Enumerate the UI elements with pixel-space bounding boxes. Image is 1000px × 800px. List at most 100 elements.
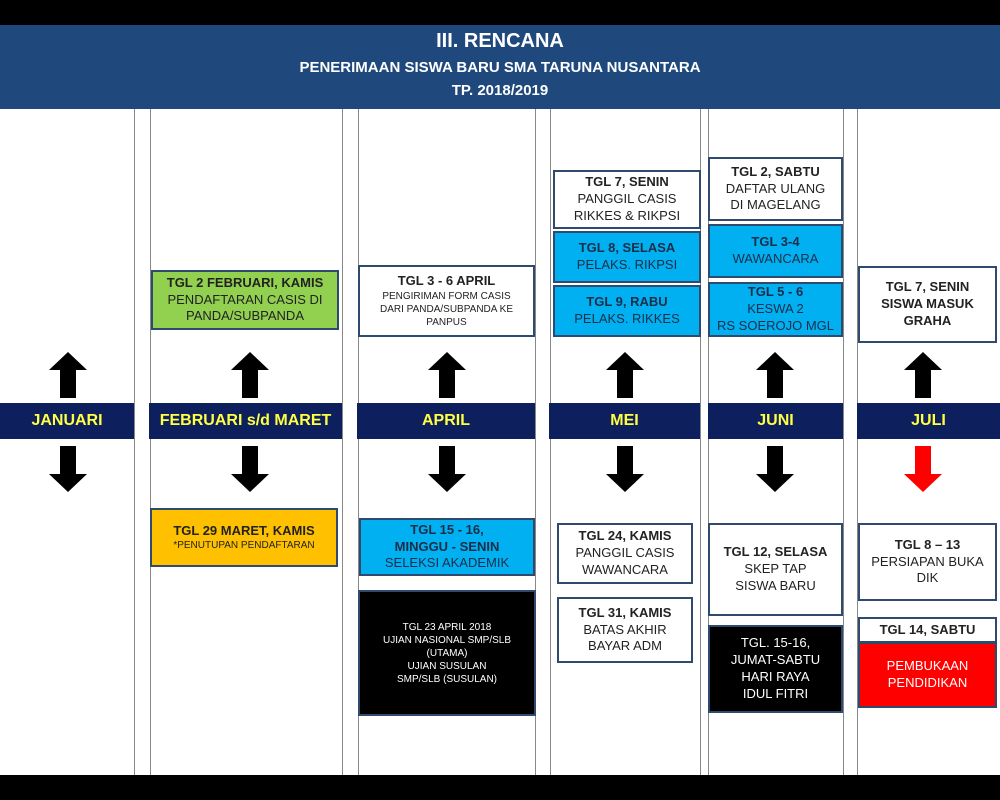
page-title: III. RENCANA — [436, 30, 564, 52]
event-text: TGL. 15-16, — [740, 635, 811, 651]
event-text: DIK — [916, 570, 939, 586]
header: III. RENCANA PENERIMAAN SISWA BARU SMA T… — [0, 25, 1000, 109]
divider — [134, 109, 135, 775]
event-text: UJIAN NASIONAL SMP/SLB — [383, 634, 511, 646]
event-date: TGL 7, SENIN — [885, 279, 970, 295]
event-date: TGL 9, RABU — [586, 294, 668, 310]
school-year: TP. 2018/2019 — [451, 82, 549, 99]
arrow-down-icon — [49, 446, 87, 492]
event-penutupan: TGL 29 MARET, KAMIS *PENUTUPAN PENDAFTAR… — [150, 508, 338, 567]
event-text: DI MAGELANG — [730, 197, 821, 213]
event-date: TGL 12, SELASA — [723, 544, 828, 560]
event-text: PENDIDIKAN — [887, 675, 968, 690]
event-text: PANPUS — [426, 316, 467, 328]
event-date: TGL 5 - 6 — [747, 284, 804, 300]
event-text: TGL 23 APRIL 2018 — [402, 621, 492, 633]
divider — [700, 109, 701, 775]
arrow-down-icon — [231, 446, 269, 492]
event-text: SISWA BARU — [735, 577, 816, 593]
event-text: SELEKSI AKADEMIK — [384, 555, 510, 571]
arrow-down-icon — [606, 446, 644, 492]
event-text: WAWANCARA — [732, 251, 819, 266]
event-seleksi-akademik: TGL 15 - 16, MINGGU - SENIN SELEKSI AKAD… — [359, 518, 535, 576]
month-april: APRIL — [357, 403, 535, 439]
arrow-up-icon — [49, 352, 87, 398]
event-text: PERSIAPAN BUKA — [871, 553, 984, 569]
arrow-up-icon — [756, 352, 794, 398]
event-pembukaan-date: TGL 14, SABTU — [858, 617, 997, 643]
event-text: RS SOEROJO MGL — [716, 317, 835, 333]
event-text: JUMAT-SABTU — [730, 652, 821, 668]
event-text: PEMBUKAAN — [886, 658, 969, 674]
event-text: DARI PANDA/SUBPANDA KE — [380, 303, 513, 315]
arrow-down-icon — [756, 446, 794, 492]
event-date: TGL 8 – 13 — [894, 536, 961, 552]
event-rikkes: TGL 9, RABU PELAKS. RIKKES — [553, 285, 701, 337]
month-juni: JUNI — [708, 403, 843, 439]
event-text: PENGIRIMAN FORM CASIS — [382, 290, 511, 302]
month-mei: MEI — [549, 403, 700, 439]
event-text: PANDA/SUBPANDA — [186, 308, 304, 324]
month-februari-maret: FEBRUARI s/d MARET — [149, 403, 342, 439]
arrow-up-icon — [904, 352, 942, 398]
event-text: RIKKES & RIKPSI — [573, 207, 681, 223]
divider — [358, 109, 359, 775]
event-date: TGL 2 FEBRUARI, KAMIS — [166, 274, 324, 290]
divider — [843, 109, 844, 775]
event-text: SKEP TAP — [744, 561, 807, 577]
divider — [150, 109, 151, 775]
event-text: SMP/SLB (SUSULAN) — [396, 673, 498, 685]
event-date: MINGGU - SENIN — [394, 538, 500, 554]
event-text: (UTAMA) — [426, 647, 468, 659]
event-text: KESWA 2 — [747, 301, 804, 317]
divider — [708, 109, 709, 775]
event-text: PANGGIL CASIS — [575, 545, 675, 561]
event-date: TGL 15 - 16, — [410, 521, 484, 537]
event-pendaftaran: TGL 2 FEBRUARI, KAMIS PENDAFTARAN CASIS … — [151, 270, 339, 330]
arrow-down-red-icon — [904, 446, 942, 492]
event-text: GRAHA — [903, 312, 952, 328]
event-text: UJIAN SUSULAN — [407, 660, 487, 672]
event-date: TGL 3 - 6 APRIL — [397, 273, 496, 289]
month-januari: JANUARI — [0, 403, 134, 439]
event-text: PELAKS. RIKPSI — [576, 257, 678, 272]
event-text: PELAKS. RIKKES — [574, 311, 680, 326]
divider — [342, 109, 343, 775]
page-subtitle: PENERIMAAN SISWA BARU SMA TARUNA NUSANTA… — [299, 59, 701, 76]
event-date: TGL 7, SENIN — [585, 174, 669, 190]
event-wawancara: TGL 3-4 WAWANCARA — [708, 224, 843, 278]
month-juli: JULI — [857, 403, 1000, 439]
event-date: TGL 24, KAMIS — [578, 528, 672, 544]
arrow-down-icon — [428, 446, 466, 492]
arrow-up-icon — [231, 352, 269, 398]
event-text: PENDAFTARAN CASIS DI — [167, 291, 323, 307]
arrow-up-icon — [606, 352, 644, 398]
event-date: TGL 8, SELASA — [578, 240, 676, 256]
event-date: TGL 2, SABTU — [731, 163, 820, 179]
arrow-up-icon — [428, 352, 466, 398]
event-text: BATAS AKHIR — [583, 621, 667, 637]
event-text: *PENUTUPAN PENDAFTARAN — [173, 540, 315, 552]
divider — [550, 109, 551, 775]
event-text: WAWANCARA — [582, 561, 668, 577]
event-text: SISWA MASUK — [881, 296, 974, 312]
event-date: TGL 3-4 — [751, 234, 800, 250]
event-text: BAYAR ADM — [588, 638, 662, 654]
divider — [535, 109, 536, 775]
event-date: TGL 29 MARET, KAMIS — [173, 522, 315, 538]
event-text: PANGGIL CASIS — [577, 191, 677, 207]
event-text: DAFTAR ULANG — [725, 180, 826, 196]
event-date: TGL 31, KAMIS — [578, 604, 672, 620]
divider — [857, 109, 858, 775]
